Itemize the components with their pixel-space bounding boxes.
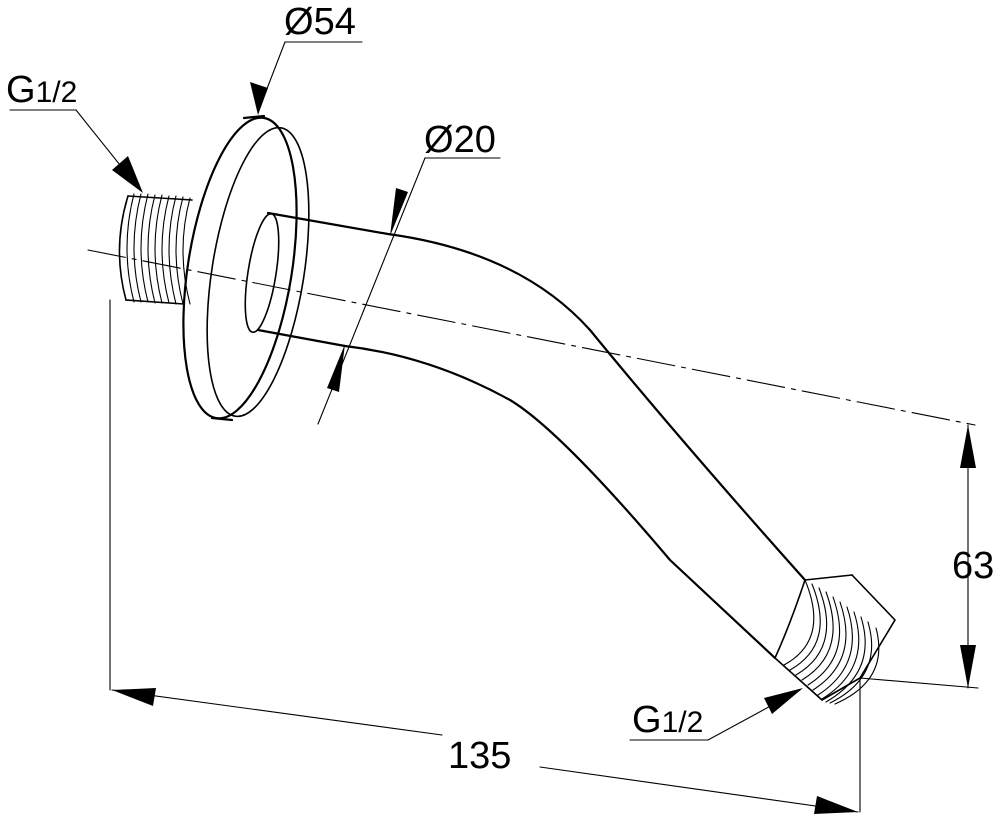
length-dimension-label: 135 xyxy=(448,735,511,777)
inlet-thread-label: G1/2 xyxy=(6,69,77,111)
inlet-thread xyxy=(118,193,193,305)
pipe-centerline xyxy=(87,249,976,426)
wall-flange xyxy=(182,114,310,422)
inlet-thread-leader xyxy=(9,109,143,193)
pipe-diameter-label: Ø20 xyxy=(424,119,496,161)
outlet-thread-label: G1/2 xyxy=(632,699,703,741)
outlet-thread xyxy=(774,574,896,705)
flange-diameter-label: Ø54 xyxy=(284,1,356,43)
height-dimension xyxy=(960,424,976,689)
height-dimension-label: 63 xyxy=(952,545,994,587)
pipe-body xyxy=(244,211,853,660)
pipe-diameter-leader xyxy=(317,157,501,425)
outlet-thread-leader xyxy=(629,688,803,741)
length-dimension xyxy=(111,688,859,814)
extension-lines xyxy=(109,299,979,813)
flange-diameter-leader xyxy=(250,41,363,115)
